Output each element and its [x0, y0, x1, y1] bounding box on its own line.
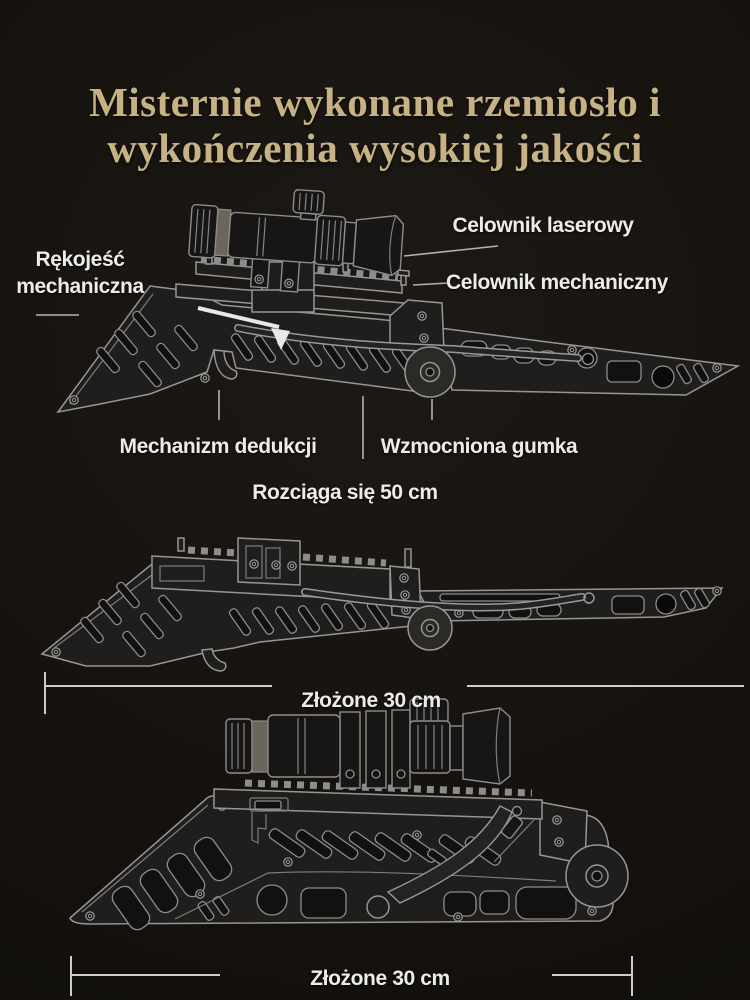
skeletal-frame — [69, 795, 614, 934]
pulley-wheel — [404, 346, 456, 398]
skeletal-frame — [56, 285, 447, 414]
title-line-2: wykończenia wysokiej jakości — [107, 125, 643, 172]
caption-folded-length-middle: Złożone 30 cm — [301, 689, 441, 712]
caption-stretch-length: Rozciąga się 50 cm — [252, 481, 438, 504]
extended-crossbow-drawing — [36, 189, 741, 459]
elastic-band — [301, 588, 595, 612]
folding-arm — [428, 327, 741, 396]
trigger — [201, 648, 227, 672]
mechanical-sight-post — [397, 269, 410, 286]
label-reinforced-band: Wzmocniona gumka — [380, 435, 578, 458]
elastic-band — [234, 324, 582, 362]
folded-crossbow-with-scope-drawing — [69, 698, 633, 996]
laser-scope-icon — [188, 189, 405, 293]
laser-scope-icon — [225, 698, 511, 789]
picatinny-rail — [151, 537, 391, 602]
picatinny-rail — [213, 779, 543, 844]
pulley-wheel — [407, 605, 453, 651]
label-mechanical-sight: Celownik mechaniczny — [446, 271, 668, 294]
elastic-band — [366, 805, 535, 919]
page-title: Misternie wykonane rzemiosło i wykończen… — [0, 79, 750, 171]
hinge-disc — [565, 844, 629, 916]
label-mechanical-grip: Rękojeść mechaniczna — [16, 248, 144, 298]
measurement-line-bottom — [70, 956, 633, 996]
slide-direction-arrow — [197, 306, 290, 350]
label-trigger-mechanism: Mechanizm dedukcji — [119, 435, 317, 458]
label-laser-sight: Celownik laserowy — [452, 214, 634, 237]
leader-lines — [36, 245, 499, 459]
measurement-line-middle — [44, 672, 744, 714]
folded-crossbow-drawing — [40, 537, 744, 714]
caption-folded-length-bottom: Złożone 30 cm — [310, 967, 450, 990]
title-line-1: Misternie wykonane rzemiosło i — [89, 79, 661, 126]
trigger — [213, 349, 238, 380]
